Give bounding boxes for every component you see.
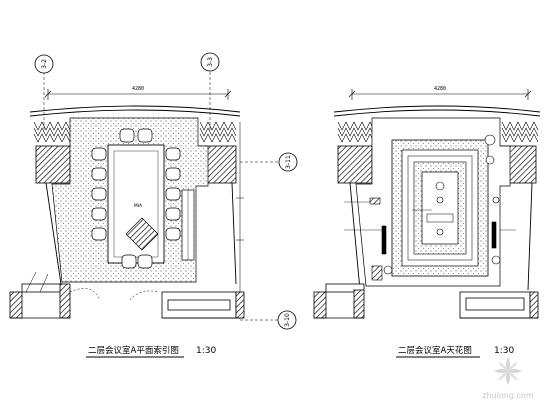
floor-plan-index: 4280 3-2 3-3 bbox=[9, 52, 298, 358]
floor-inlay bbox=[125, 217, 159, 251]
watermark: zhulong.com bbox=[482, 357, 534, 400]
svg-text:3-2: 3-2 bbox=[41, 59, 48, 69]
plan-scale: 1:30 bbox=[494, 346, 514, 356]
entrance-walls bbox=[9, 283, 245, 319]
plan-title-text: 二层会议室A平面索引图 bbox=[88, 345, 179, 356]
dimension-label-right: 4280 bbox=[434, 86, 446, 92]
watermark-logo-icon bbox=[494, 357, 522, 385]
leader-lines bbox=[344, 201, 516, 231]
ceiling-plan: 4280 bbox=[313, 86, 541, 358]
curtain-right bbox=[199, 121, 237, 143]
plan-scale: 1:30 bbox=[196, 346, 216, 356]
coffered-ceiling bbox=[391, 139, 489, 277]
chairs-ends bbox=[119, 128, 153, 269]
column-left bbox=[35, 145, 71, 184]
door-swing bbox=[25, 271, 159, 301]
curtain-left bbox=[33, 121, 71, 143]
watermark-text: zhulong.com bbox=[482, 391, 533, 400]
svg-text:3-11: 3-11 bbox=[285, 155, 292, 169]
chairs-left bbox=[91, 147, 107, 241]
speakers bbox=[369, 197, 497, 281]
dimension-label: 4280 bbox=[132, 86, 144, 92]
entrance-walls-ceiling bbox=[313, 283, 539, 319]
svg-text:3-3: 3-3 bbox=[207, 57, 214, 67]
section-callout-3-2: 3-2 bbox=[34, 54, 54, 130]
curtain-right-plan-left bbox=[337, 121, 375, 143]
section-callout-3-3: 3-3 bbox=[200, 52, 220, 130]
plan-title-right: 二层会议室A天花图 1:30 bbox=[396, 345, 514, 358]
svg-text:3-10: 3-10 bbox=[284, 313, 291, 327]
dimension-line bbox=[44, 89, 232, 100]
section-callout-3-10: 3-10 bbox=[240, 310, 297, 330]
chairs-right bbox=[165, 147, 181, 241]
section-callout-3-11: 3-11 bbox=[240, 152, 298, 172]
column-left-ceiling bbox=[337, 145, 373, 184]
walls bbox=[29, 105, 241, 285]
plan-title-left: 二层会议室A平面索引图 1:30 bbox=[86, 345, 216, 358]
area-label: MIA bbox=[134, 203, 143, 209]
dimension-line-right bbox=[348, 89, 532, 100]
downlights bbox=[383, 134, 501, 275]
curtain-right-plan-right bbox=[501, 121, 539, 143]
plan-title-text: 二层会议室A天花图 bbox=[398, 345, 472, 356]
